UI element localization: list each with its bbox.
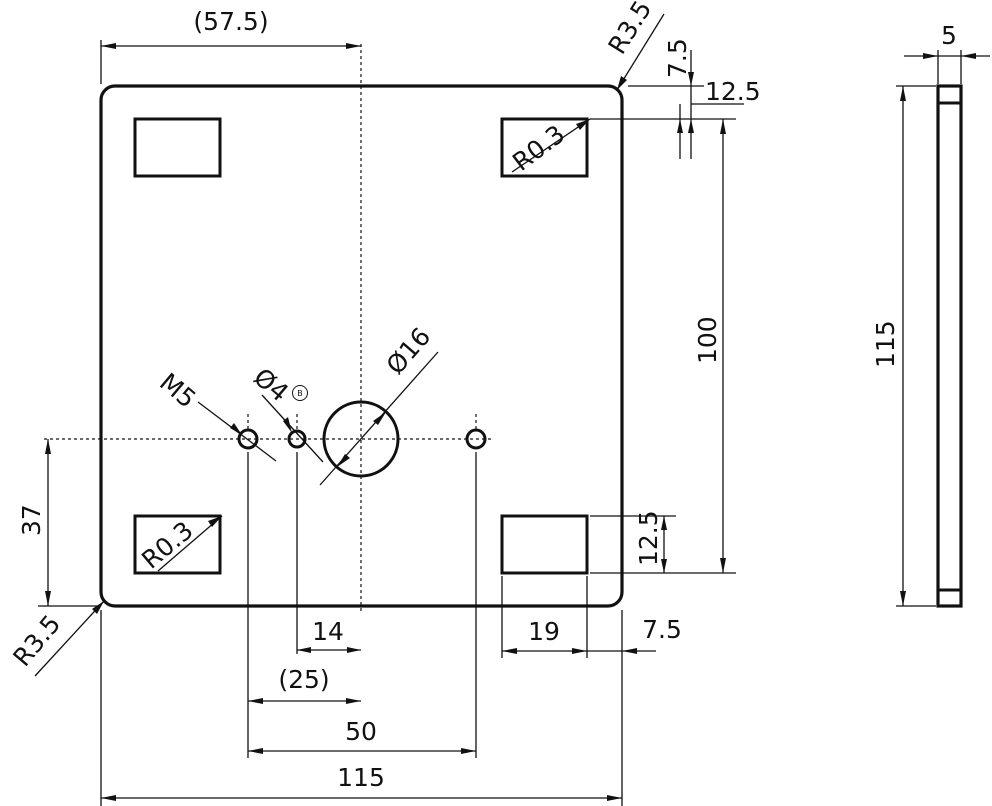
label-100: 100 [693, 316, 722, 364]
arrow-r35-bottom [92, 601, 104, 614]
leader-r35-top [616, 13, 665, 91]
label-19: 19 [528, 617, 560, 646]
arrow-100-bottom [720, 558, 726, 573]
label-r35-bottom: R3.5 [7, 609, 66, 671]
pocket-top-left [133, 117, 222, 178]
arrow-7-5-a [688, 72, 694, 86]
pocket-bottom-left [133, 514, 222, 575]
note-b-circle [292, 385, 308, 401]
label-r35-top: R3.5 [602, 0, 657, 59]
arrow-19-a [502, 648, 517, 654]
arrow-side-height-b [900, 591, 906, 606]
arrow-r03-bottom [208, 516, 222, 527]
arrow-50-b [461, 748, 476, 754]
label-7-5: 7.5 [663, 38, 692, 78]
label-12-5-pocket: 12.5 [634, 510, 663, 566]
arrow-100-top [720, 119, 726, 134]
arrow-7-5-bottom [622, 648, 637, 654]
label-57-5: (57.5) [193, 7, 268, 36]
leader-d4 [261, 394, 324, 463]
label-14: 14 [312, 617, 344, 646]
side-plate-outline [936, 84, 963, 608]
label-r03-bottom: R0.3 [136, 516, 198, 575]
arrow-57-5-left [101, 43, 116, 49]
arrow-m5 [230, 423, 242, 435]
arrow-7-5-b [688, 119, 694, 133]
label-37: 37 [17, 504, 46, 536]
label-d16: Ø16 [381, 322, 437, 380]
arrow-14-a [297, 647, 311, 653]
label-d4: Ø4 [248, 362, 294, 407]
label-50: 50 [345, 717, 377, 746]
arrow-12-5-pocket-b [661, 559, 667, 573]
arrow-r03-top [576, 119, 590, 130]
label-115: 115 [337, 763, 385, 792]
front-view: (57.5) R3.5 7.5 12.5 R0.3 100 12.5 [7, 0, 761, 806]
label-m5: M5 [154, 367, 201, 413]
arrow-thickness-b [961, 53, 976, 59]
arrow-37-bottom [45, 591, 51, 606]
label-25: (25) [278, 665, 329, 694]
leader-r35-bottom [34, 600, 105, 677]
label-side-height: 115 [871, 320, 900, 368]
label-7-5-bottom: 7.5 [642, 615, 682, 644]
arrow-r35-top [617, 76, 627, 90]
note-b: B [297, 389, 303, 398]
arrow-thickness-a [923, 53, 938, 59]
label-12-5-top: 12.5 [705, 77, 761, 106]
arrow-115-b [607, 795, 622, 801]
side-view: 5 115 [871, 21, 990, 608]
arrow-d4 [283, 417, 292, 433]
pocket-top-right [500, 117, 589, 178]
arrow-side-height-a [900, 86, 906, 101]
arrow-57-5-right [346, 43, 361, 49]
leader-r03-top [511, 118, 591, 173]
label-thickness: 5 [941, 21, 957, 50]
arrow-115-a [101, 795, 116, 801]
arrow-d16-a [337, 454, 350, 467]
arrow-14-b [347, 647, 361, 653]
arrow-25-b [346, 698, 361, 704]
pocket-bottom-right [500, 514, 589, 575]
arrow-12-5-pocket-a [661, 516, 667, 530]
arrow-50-a [248, 748, 263, 754]
arrow-12-5-top [677, 119, 683, 133]
arrow-d16-b [373, 412, 386, 425]
arrow-37-top [45, 439, 51, 454]
arrow-19-b [572, 648, 587, 654]
arrow-25-a [248, 698, 263, 704]
